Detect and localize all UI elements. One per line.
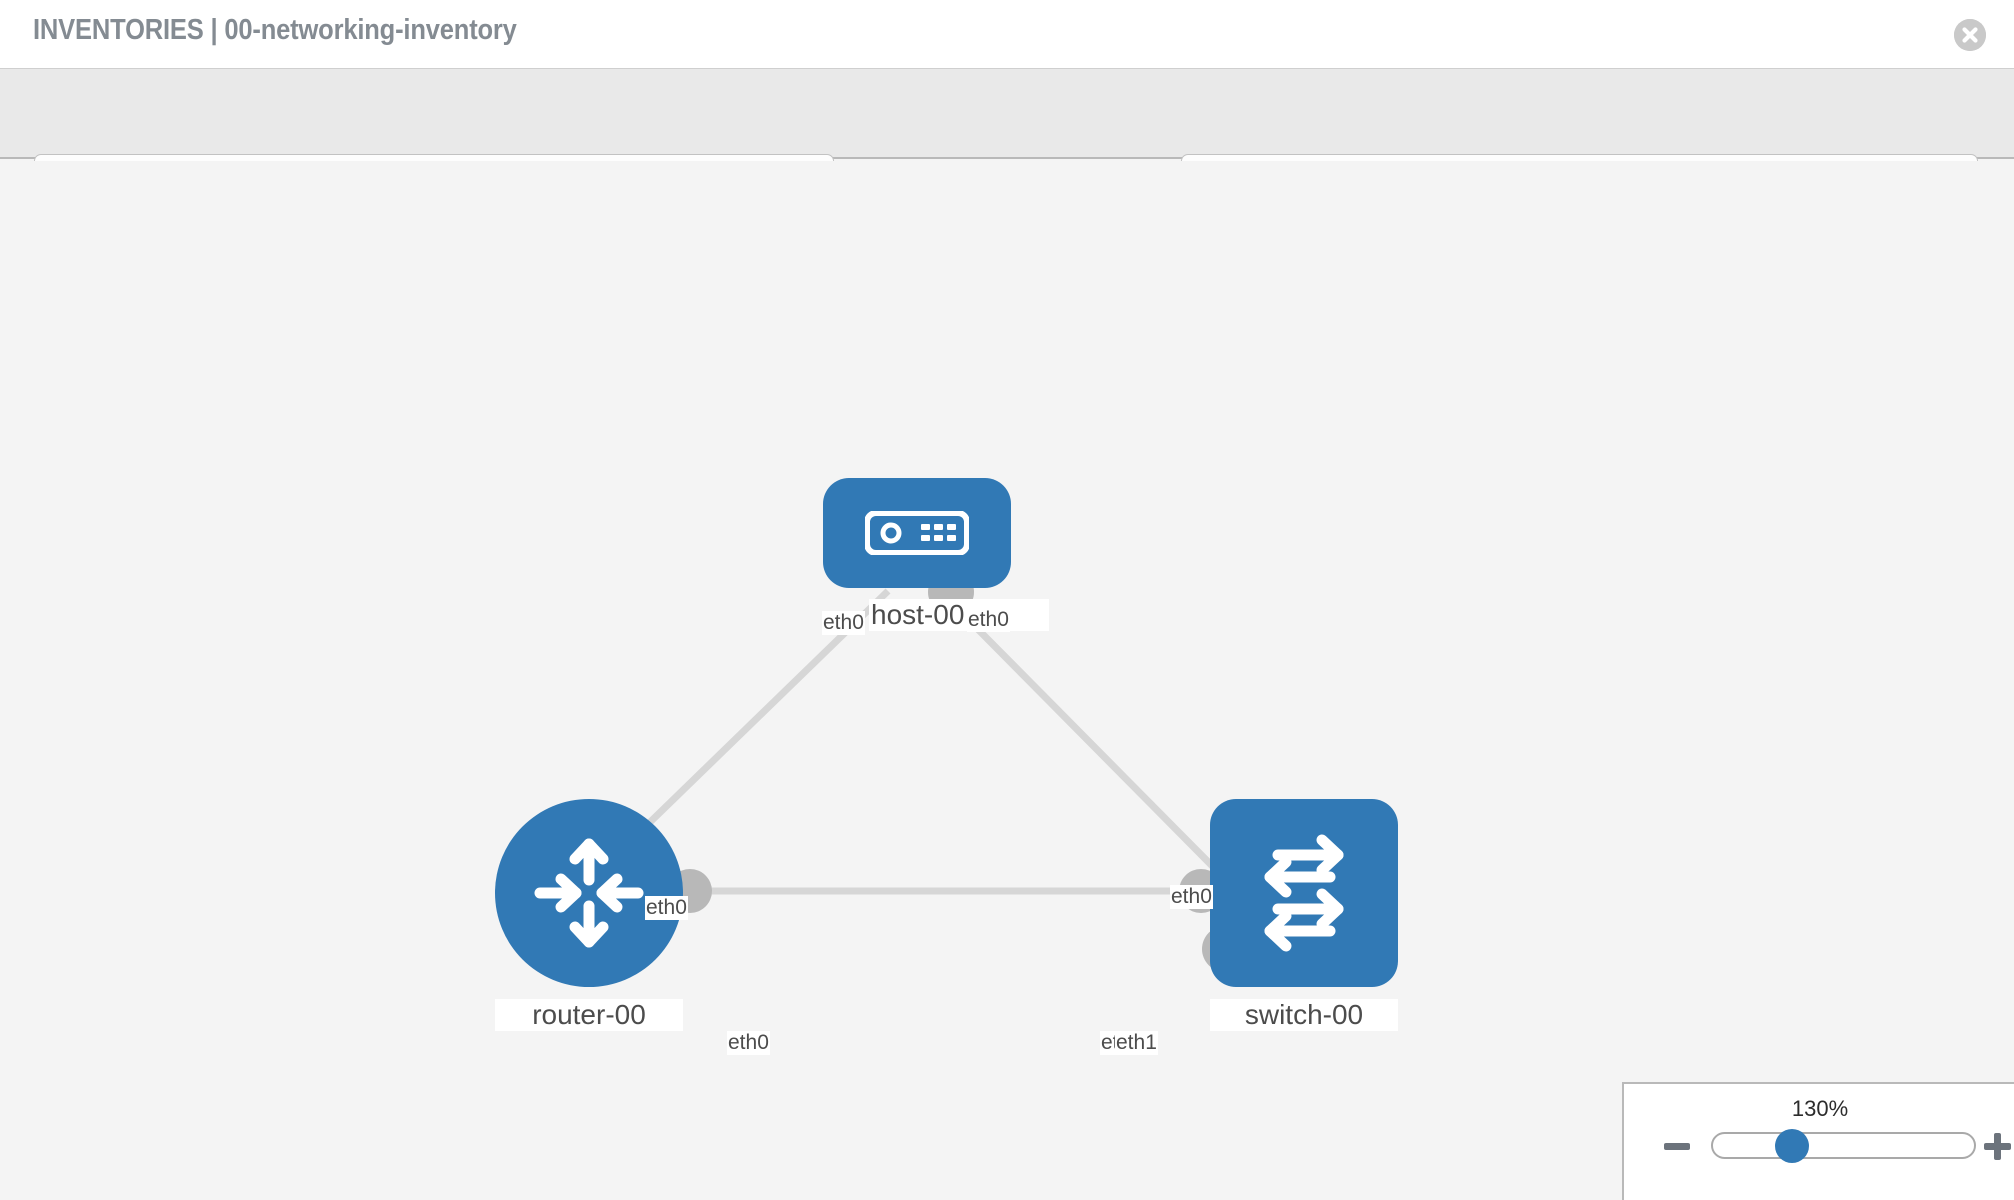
topology-node-label-switch-00: switch-00: [1210, 999, 1398, 1031]
switch-node-shape: [1210, 799, 1398, 987]
zoom-level-value: 130%: [1791, 1096, 1849, 1121]
host-node-shape: [823, 478, 1011, 588]
server-appliance-icon: [865, 511, 969, 555]
zoom-control-panel: 130%: [1622, 1082, 2014, 1200]
page-header: INVENTORIES | 00-networking-inventory: [0, 0, 2014, 69]
zoom-slider-knob[interactable]: [1775, 1129, 1809, 1163]
topology-node-switch-00[interactable]: [1210, 799, 1398, 987]
port-label-switch-left: eth1: [1115, 1031, 1158, 1055]
port-label-host-left: eth0: [822, 611, 865, 635]
toolbar: ACTIONS SEARC: [0, 69, 2014, 210]
topology-node-label-router-00: router-00: [495, 999, 683, 1031]
topology-links: [607, 588, 1240, 895]
topology-canvas[interactable]: host-00: [0, 161, 2014, 1200]
port-label-switch-up: eth0: [1170, 885, 1213, 909]
port-label-host-right: eth0: [967, 608, 1010, 632]
topology-node-host-00[interactable]: [823, 478, 1011, 600]
zoom-slider-track[interactable]: [1711, 1132, 1976, 1159]
page-title: INVENTORIES | 00-networking-inventory: [33, 14, 517, 46]
router-arrows-icon: [534, 838, 644, 948]
topology-node-router-00[interactable]: [495, 799, 683, 987]
port-label-router-right: eth0: [727, 1031, 770, 1055]
zoom-out-button[interactable]: [1664, 1143, 1690, 1150]
switch-arrows-icon: [1264, 834, 1344, 952]
zoom-in-button[interactable]: [1984, 1133, 2011, 1160]
topology-node-label-host-00: host-00: [869, 599, 1049, 631]
router-node-shape: [495, 799, 683, 987]
close-icon[interactable]: [1954, 19, 1986, 51]
port-label-router-up: eth0: [645, 896, 688, 920]
